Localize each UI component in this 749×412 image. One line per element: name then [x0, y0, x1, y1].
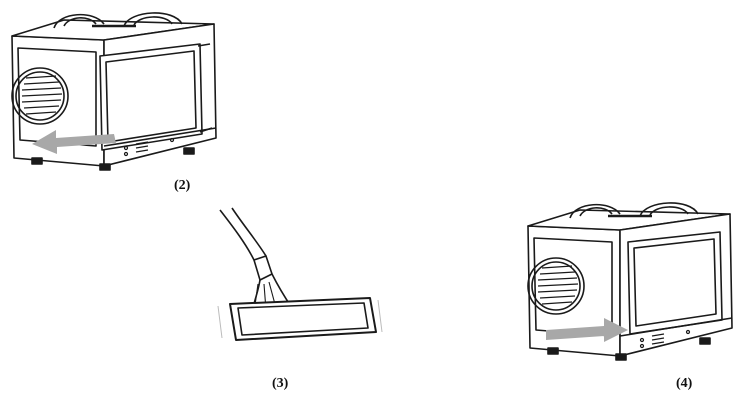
figure-4-caption: (4) [676, 376, 693, 391]
figure-4 [520, 196, 746, 364]
figure-2-caption: (2) [174, 178, 191, 193]
direction-arrow-left [32, 130, 116, 154]
dehumidifier-illustration-reinsert [527, 202, 733, 361]
vacuum-cleaning-illustration [217, 207, 383, 341]
direction-arrow-right [546, 318, 628, 342]
dehumidifier-illustration [11, 12, 217, 171]
figure-3 [210, 207, 400, 348]
figure-2 [4, 6, 230, 174]
figure-3-caption: (3) [272, 376, 289, 391]
